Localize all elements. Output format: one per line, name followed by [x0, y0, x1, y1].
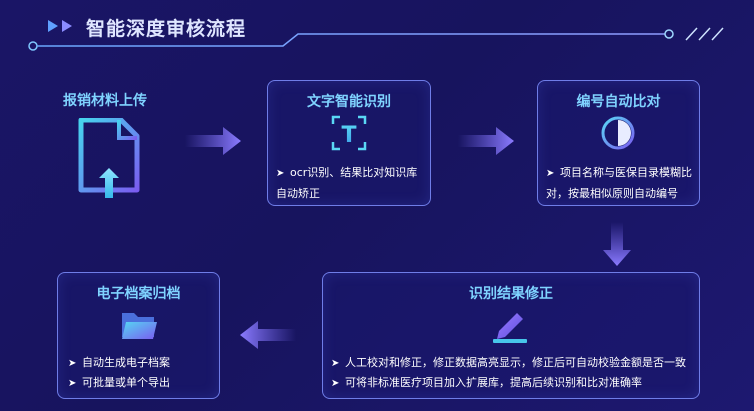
archive-bullet: ➤自动生成电子档案 — [68, 356, 170, 369]
flow-arrow-right-icon — [458, 127, 514, 155]
ocr-step-card: 文字智能识别 T ➤ocr识别、结果比对知识库自动矫正 — [267, 80, 431, 206]
upload-label: 报销材料上传 — [63, 93, 147, 109]
ocr-bullet: ➤ocr识别、结果比对知识库自动矫正 — [276, 166, 418, 200]
document-upload-icon — [78, 118, 140, 198]
flow-arrow-right-icon — [185, 127, 241, 155]
correction-bullet: ➤人工校对和修正，修正数据高亮显示，修正后可自动校验金额是否一致 — [331, 356, 686, 369]
correction-step-card: 识别结果修正 ➤人工校对和修正，修正数据高亮显示，修正后可自动校验金额是否一致 … — [322, 272, 700, 399]
edit-pen-icon — [493, 313, 527, 343]
text-recognition-icon: T — [331, 115, 367, 151]
correction-bullet: ➤可将非标准医疗项目加入扩展库，提高后续识别和比对准确率 — [331, 376, 642, 389]
archive-step-card: 电子档案归档 ➤自动生成电子档案 ➤可批量或单个导出 — [57, 272, 220, 399]
contrast-circle-icon — [601, 116, 635, 150]
numbering-bullet: ➤项目名称与医保目录模糊比对，按最相似原则自动编号 — [546, 166, 692, 200]
title-arrows-icon — [48, 20, 72, 32]
correction-step-title: 识别结果修正 — [469, 286, 553, 302]
ocr-icon-letter: T — [341, 123, 356, 148]
flow-arrow-left-icon — [240, 321, 296, 349]
flow-arrow-down-icon — [603, 222, 631, 266]
ocr-step-title: 文字智能识别 — [307, 94, 391, 110]
numbering-step-card: 编号自动比对 ➤项目名称与医保目录模糊比对，按最相似原则自动编号 — [537, 80, 700, 206]
archive-bullet: ➤可批量或单个导出 — [68, 376, 170, 389]
page-title: 智能深度审核流程 — [86, 18, 247, 40]
archive-step-title: 电子档案归档 — [96, 286, 181, 302]
header-decoration — [28, 27, 724, 51]
numbering-step-title: 编号自动比对 — [576, 94, 661, 110]
folder-icon — [122, 313, 157, 339]
